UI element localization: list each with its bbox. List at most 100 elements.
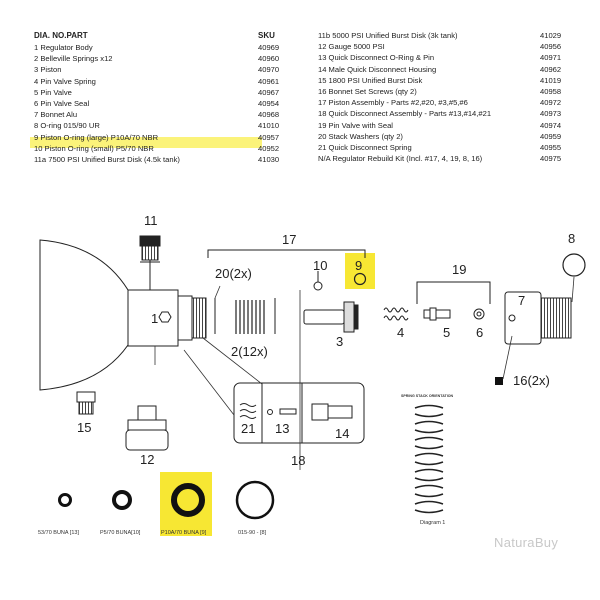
piston-3 xyxy=(303,301,359,333)
oring-9-highlight xyxy=(345,253,375,289)
part-name: 14 Male Quick Disconnect Housing xyxy=(318,64,437,74)
spring-stack-title: SPRING STACK ORIENTATION xyxy=(401,394,454,398)
oring-row xyxy=(58,472,275,536)
callout-21: 21 xyxy=(241,421,255,436)
callout-13: 13 xyxy=(275,421,289,436)
part-name: 18 Quick Disconnect Assembly - Parts #13… xyxy=(318,109,492,119)
callout-9: 9 xyxy=(355,258,362,273)
part-name: 6 Pin Valve Seal xyxy=(34,99,90,108)
part-sku: 40969 xyxy=(258,43,280,52)
part-sku: 40958 xyxy=(540,87,562,96)
callout-1: 1 xyxy=(151,311,158,326)
part-sku: 40962 xyxy=(540,64,562,74)
set-screw-16 xyxy=(495,377,503,385)
part-sku: 40971 xyxy=(540,53,562,63)
regulator-body xyxy=(39,239,207,391)
callout-12: 12 xyxy=(140,452,154,467)
spring-stack-diagram xyxy=(414,404,444,514)
part-sku: 40970 xyxy=(258,65,280,75)
part-sku: 41019 xyxy=(540,75,562,85)
part-sku: 41029 xyxy=(540,31,562,40)
part-sku: 40959 xyxy=(540,131,562,141)
callout-20: 20(2x) xyxy=(215,266,252,281)
pin-valve-spring-4 xyxy=(383,307,409,321)
part-name: 15 1800 PSI Unified Burst Disk xyxy=(318,75,423,85)
oring-9-swatch xyxy=(171,483,205,517)
watermark: NaturaBuy xyxy=(494,535,559,550)
part-sku: 40960 xyxy=(258,54,280,64)
oring-13-swatch xyxy=(58,493,72,507)
callout-11: 11 xyxy=(144,213,158,228)
part-name: 2 Belleville Springs x12 xyxy=(34,54,113,64)
part-sku: 40952 xyxy=(258,143,280,153)
belleville-springs-2 xyxy=(235,300,265,334)
oring-10-swatch xyxy=(112,490,132,510)
part-name: 19 Pin Valve with Seal xyxy=(318,120,393,130)
part-sku: 41010 xyxy=(258,121,280,131)
part-name: 16 Bonnet Set Screws (qty 2) xyxy=(318,87,417,96)
part-sku: 40967 xyxy=(258,87,280,97)
part-name: 11a 7500 PSI Unified Burst Disk (4.5k ta… xyxy=(34,155,180,164)
callout-16: 16(2x) xyxy=(513,373,550,388)
oring-8-swatch xyxy=(235,480,275,520)
part-name: N/A Regulator Rebuild Kit (Incl. #17, 4,… xyxy=(318,154,483,164)
part-name: 9 Piston O-ring (large) P10A/70 NBR xyxy=(34,132,159,142)
burst-disk-11 xyxy=(139,235,161,261)
part-name: 13 Quick Disconnect O-Ring & Pin xyxy=(318,53,435,63)
part-sku: 40975 xyxy=(540,154,562,164)
bracket-19 xyxy=(416,281,491,304)
callout-4: 4 xyxy=(397,325,404,340)
pin-valve-seal-6 xyxy=(473,308,485,320)
callout-18: 18 xyxy=(291,453,305,468)
part-sku: 40972 xyxy=(540,98,562,108)
callout-19: 19 xyxy=(452,262,466,277)
header-sku: SKU xyxy=(258,31,275,40)
part-sku: 40961 xyxy=(258,76,280,86)
part-sku: 40957 xyxy=(258,132,280,142)
oring-label-8: 015-90 - [8] xyxy=(238,530,267,536)
part-name: 12 Gauge 5000 PSI xyxy=(318,42,385,52)
oring-label-9: P10A/70 BUNA [9] xyxy=(161,530,207,536)
part-name: 4 Pin Valve Spring xyxy=(34,76,96,86)
bonnet-7 xyxy=(504,291,572,345)
highlight-row-9 xyxy=(30,137,262,148)
part-name: 11b 5000 PSI Unified Burst Disk (3k tank… xyxy=(318,31,458,40)
gauge-12 xyxy=(125,405,169,451)
part-name: 17 Piston Assembly - Parts #2,#20, #3,#5… xyxy=(318,98,468,108)
callout-17: 17 xyxy=(282,232,296,247)
oring-10 xyxy=(313,271,323,291)
bracket-17 xyxy=(207,249,366,258)
leader-lines xyxy=(154,276,575,470)
part-sku: 41030 xyxy=(258,155,280,164)
callout-10: 10 xyxy=(313,258,327,273)
callout-14: 14 xyxy=(335,426,349,441)
oring-label-13: 53/70 BUNA [13] xyxy=(38,530,79,536)
oring-label-10: P5/70 BUNA[10] xyxy=(100,530,141,536)
part-name: 7 Bonnet Alu xyxy=(34,110,78,120)
part-name: 3 Piston xyxy=(34,65,62,75)
part-name: 20 Stack Washers (qty 2) xyxy=(318,131,403,141)
part-name: 10 Piston O-ring (small) P5/70 NBR xyxy=(34,143,154,153)
parts-table: DIA. NO.PART SKU 1 Regulator Body 40969 2 … xyxy=(0,0,600,180)
callout-5: 5 xyxy=(443,325,450,340)
oring-8 xyxy=(562,253,586,277)
qd-assembly-box-18 xyxy=(233,382,365,444)
callout-7: 7 xyxy=(518,293,525,308)
pin-valve-5 xyxy=(423,307,451,321)
callout-2: 2(12x) xyxy=(231,344,268,359)
part-name: 5 Pin Valve xyxy=(34,87,72,97)
spring-stack-caption: Diagram 1 xyxy=(420,520,445,526)
header-dia-part: DIA. NO.PART xyxy=(34,31,88,40)
part-name: 1 Regulator Body xyxy=(34,43,93,52)
part-sku: 40968 xyxy=(258,110,280,120)
part-sku: 40955 xyxy=(540,143,562,152)
part-name: 21 Quick Disconnect Spring xyxy=(318,143,412,152)
callout-8: 8 xyxy=(568,231,575,246)
part-name: 8 O-ring 015/90 UR xyxy=(34,121,100,131)
burst-disk-15 xyxy=(76,391,96,415)
callout-3: 3 xyxy=(336,334,343,349)
part-sku: 40974 xyxy=(540,120,562,130)
callout-6: 6 xyxy=(476,325,483,340)
part-sku: 40973 xyxy=(540,109,562,119)
